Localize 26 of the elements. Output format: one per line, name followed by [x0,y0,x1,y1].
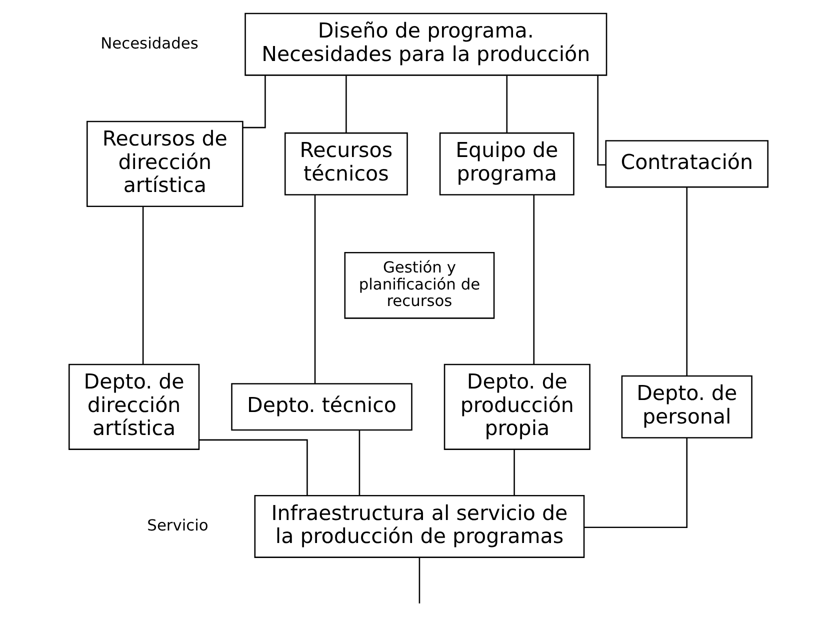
connector [198,439,308,496]
node-box: Equipo de programa [438,132,574,196]
node-box: Depto. de personal [620,375,752,438]
connector [686,187,687,376]
node-box: Contratación [604,140,768,188]
connector [506,76,508,133]
connector [584,438,687,528]
node-box: Recursos técnicos [284,132,408,196]
connector [242,75,266,128]
node-box: Depto. de dirección artística [68,364,200,450]
connector [345,76,346,133]
connector [418,558,420,604]
node-box: Diseño de programa. Necesidades para la producción [244,12,607,76]
node-box: Recursos de dirección artística [86,120,243,207]
connector [513,449,514,496]
label: Servicio [146,516,208,534]
connector [142,206,144,364]
label: Necesidades [100,34,198,52]
node-box: Depto. de producción propia [443,364,590,450]
connector [596,75,605,166]
connector [532,195,534,364]
node-box: Gestión y planificación de recursos [344,252,494,319]
node-box: Infraestructura al servicio de la producción de programas [254,494,584,558]
connector [358,430,360,496]
node-box: Depto. técnico [230,383,412,431]
connector [314,195,316,384]
